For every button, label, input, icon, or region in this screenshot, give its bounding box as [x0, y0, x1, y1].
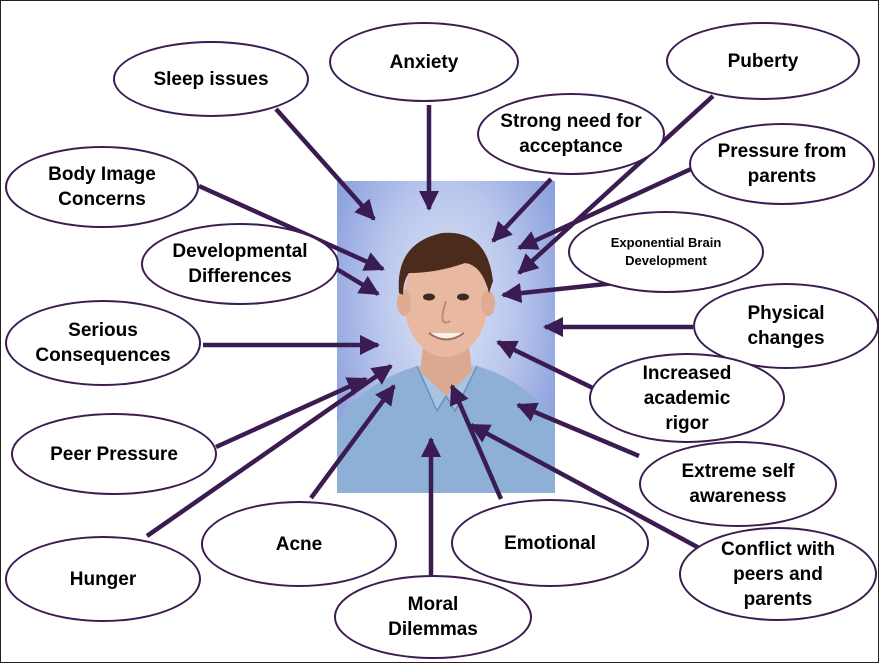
- portrait-drawing: [337, 232, 555, 493]
- bubble-sleep-issues: Sleep issues: [113, 41, 309, 117]
- bubble-developmental: Developmental Differences: [141, 223, 339, 305]
- right-ear: [481, 290, 495, 316]
- bubble-body-image: Body Image Concerns: [5, 146, 199, 228]
- left-eye: [423, 293, 435, 301]
- bubble-anxiety: Anxiety: [329, 22, 519, 102]
- bubble-conflict: Conflict with peers and parents: [679, 527, 877, 621]
- bubble-hunger: Hunger: [5, 536, 201, 622]
- bubble-moral-dilemmas: Moral Dilemmas: [334, 575, 532, 659]
- bubble-pressure-parents: Pressure from parents: [689, 123, 875, 205]
- bubble-physical-changes: Physical changes: [693, 283, 878, 369]
- bubble-strong-need: Strong need for acceptance: [477, 93, 665, 175]
- bubble-exponential-brain: Exponential Brain Development: [568, 211, 764, 293]
- nose: [441, 300, 451, 324]
- right-eye: [457, 293, 469, 301]
- bubble-puberty: Puberty: [666, 22, 860, 100]
- bubble-extreme-self: Extreme self awareness: [639, 441, 837, 527]
- bubble-acne: Acne: [201, 501, 397, 587]
- smile: [428, 332, 465, 341]
- student-portrait: [337, 181, 555, 493]
- left-ear: [397, 290, 411, 316]
- bubble-increased-academic: Increased academic rigor: [589, 353, 785, 443]
- hair: [398, 232, 493, 295]
- bubble-peer-pressure: Peer Pressure: [11, 413, 217, 495]
- bubble-emotional: Emotional: [451, 499, 649, 587]
- bubble-serious-consequences: Serious Consequences: [5, 300, 201, 386]
